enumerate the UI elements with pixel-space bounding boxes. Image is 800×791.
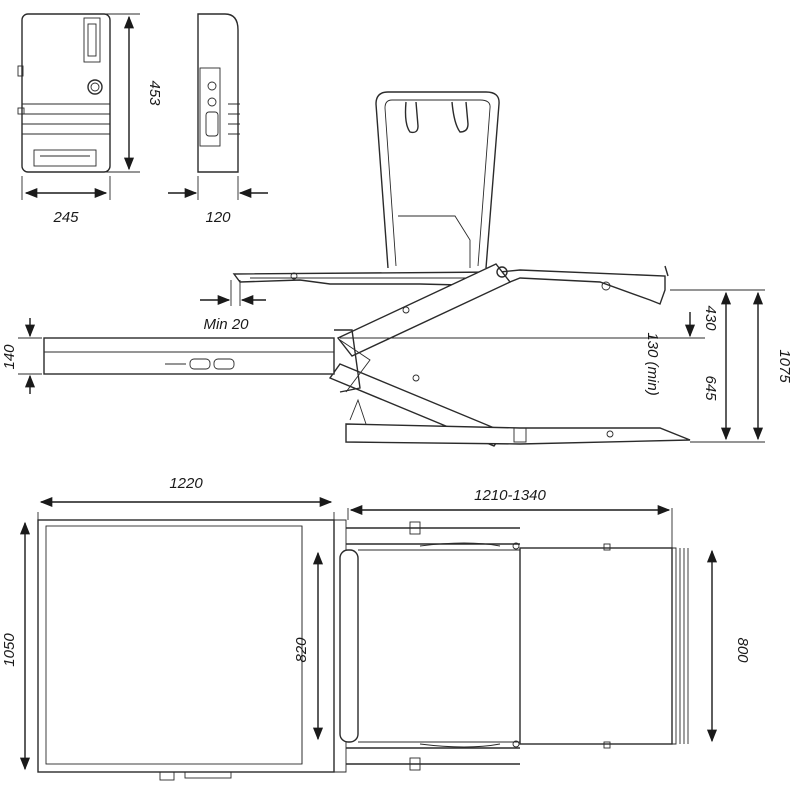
platform-thickness-label: 140 — [1, 344, 18, 370]
ramp-width-label: 800 — [734, 637, 751, 663]
cabinet-width-dim — [21, 176, 111, 200]
lift-upper-label: 430 — [702, 305, 719, 331]
total-height-label: 1075 — [776, 349, 793, 383]
clearance-label: 130 (min) — [644, 332, 661, 395]
lower-base — [345, 398, 691, 445]
extension-range-dim — [347, 504, 673, 548]
upper-platform — [232, 265, 669, 305]
cabinet-side-view — [197, 13, 240, 173]
platform-thickness-dim — [18, 318, 42, 394]
seat-frame — [375, 91, 500, 269]
top-length-dim — [37, 496, 335, 520]
cabinet-depth-label: 120 — [205, 209, 231, 226]
lift-lower-label: 645 — [702, 375, 719, 401]
clearance-dim — [340, 312, 705, 339]
inner-width-label: 820 — [293, 637, 310, 663]
min-gap-dim — [200, 280, 266, 306]
extension-rails — [346, 521, 520, 771]
top-length-label: 1220 — [169, 475, 203, 492]
inner-plate — [339, 549, 520, 743]
scissor-arms — [328, 263, 512, 447]
extension-range-label: 1210-1340 — [474, 487, 546, 504]
min-gap-label: Min 20 — [203, 316, 249, 333]
ramp — [519, 543, 689, 749]
cabinet-depth-dim — [168, 176, 268, 200]
cabinet-width-label: 245 — [52, 209, 79, 226]
top-width-label: 1050 — [1, 633, 18, 667]
cabinet-front-view — [17, 13, 111, 173]
lift-height-dims — [670, 289, 765, 443]
cabinet-height-label: 453 — [146, 80, 163, 106]
top-deck — [37, 519, 347, 781]
fold-platform — [43, 329, 361, 393]
cabinet-height-dim — [105, 13, 140, 173]
